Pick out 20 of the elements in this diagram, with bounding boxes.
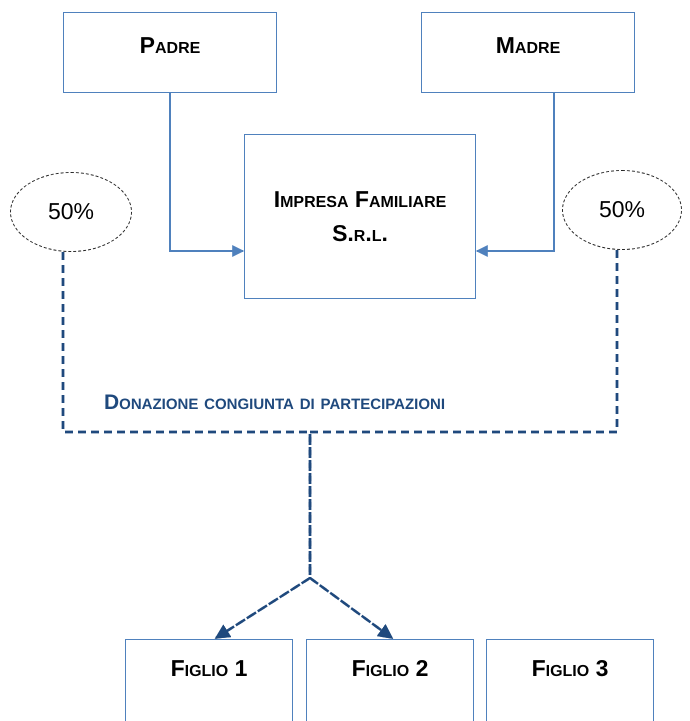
entity-box	[125, 639, 293, 721]
entity-box	[421, 12, 635, 93]
entity-box	[486, 639, 654, 721]
entity-box	[306, 639, 474, 721]
entity-name: Figlio 2	[352, 654, 428, 683]
percentage-ellipse	[562, 170, 682, 250]
entity-name: Padre	[140, 31, 200, 60]
dashed-arrow	[308, 250, 618, 639]
percentage-ellipse	[10, 172, 132, 252]
arrow	[476, 93, 555, 257]
entity-name: Figlio 1	[170, 654, 248, 683]
donation-label: Donazione congiunta di partecipazioni	[104, 391, 445, 415]
entity-box	[63, 12, 277, 93]
entity-name: Figlio 3	[532, 654, 608, 683]
entity-name: Impresa Familiare S.r.l.	[272, 185, 448, 248]
entity-box	[244, 134, 476, 299]
arrow	[169, 93, 244, 257]
percentage-text: 50%	[598, 195, 646, 224]
percentage-text: 50%	[48, 197, 94, 226]
entity-name: Madre	[496, 31, 560, 60]
